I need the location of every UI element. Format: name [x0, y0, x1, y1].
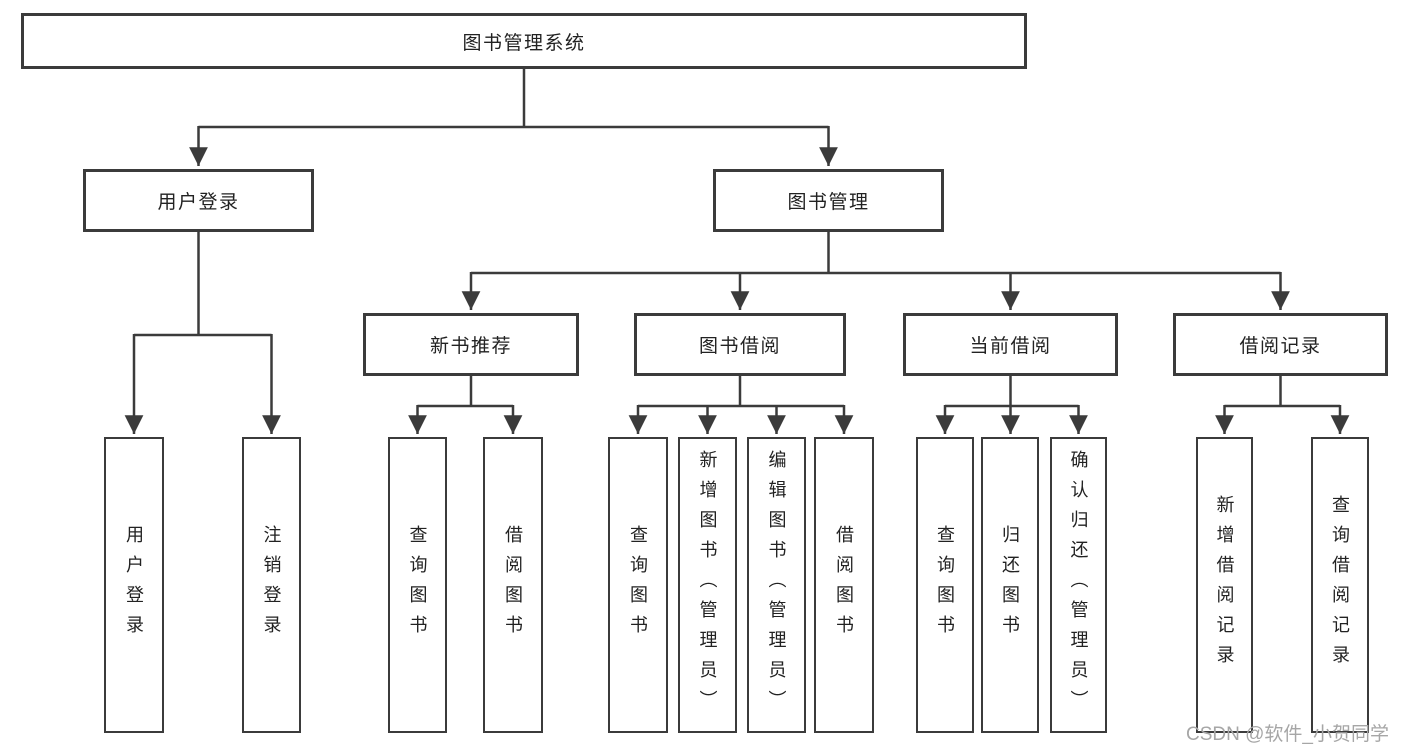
csdn-watermark: CSDN @软件_小贺同学	[1186, 724, 1389, 745]
leaf-confirm-return-admin-label: 确认归还（管理员）	[1068, 450, 1089, 720]
leaf-logout: 注销登录	[242, 437, 301, 733]
connector-book-management-children	[461, 232, 1290, 310]
connector-new-book-children	[408, 376, 523, 434]
leaf-query-books-borrow: 查询图书	[608, 437, 668, 733]
leaf-borrow-books-recommend-label: 借阅图书	[503, 525, 523, 645]
node-new-book-recommend-label: 新书推荐	[429, 336, 512, 357]
leaf-confirm-return-admin: 确认归还（管理员）	[1050, 437, 1107, 733]
node-book-management: 图书管理	[713, 169, 944, 232]
node-borrow-records: 借阅记录	[1173, 313, 1388, 376]
connector-user-login-children	[124, 232, 281, 434]
leaf-query-books-current-label: 查询图书	[935, 525, 955, 645]
leaf-user-login: 用户登录	[104, 437, 164, 733]
node-book-borrow: 图书借阅	[634, 313, 846, 376]
node-root-label: 图书管理系统	[462, 32, 586, 54]
leaf-add-borrow-record: 新增借阅记录	[1196, 437, 1253, 733]
leaf-add-books-admin-label: 新增图书（管理员）	[697, 450, 718, 720]
connector-current-borrow-children	[935, 376, 1088, 434]
leaf-user-login-label: 用户登录	[124, 525, 144, 645]
connector-book-borrow-children	[628, 376, 854, 434]
leaf-query-books-current: 查询图书	[916, 437, 974, 733]
connector-borrow-records-children	[1215, 376, 1350, 434]
node-new-book-recommend: 新书推荐	[363, 313, 579, 376]
node-current-borrow-label: 当前借阅	[969, 336, 1052, 357]
leaf-query-books-borrow-label: 查询图书	[628, 525, 648, 645]
leaf-query-books-recommend-label: 查询图书	[407, 525, 428, 645]
leaf-borrow-books-label: 借阅图书	[834, 525, 854, 645]
node-user-login-label: 用户登录	[157, 192, 240, 213]
leaf-add-borrow-record-label: 新增借阅记录	[1214, 495, 1235, 675]
leaf-query-borrow-record-label: 查询借阅记录	[1330, 495, 1350, 675]
node-root-system: 图书管理系统	[21, 13, 1027, 69]
leaf-query-borrow-record: 查询借阅记录	[1311, 437, 1369, 733]
leaf-borrow-books: 借阅图书	[814, 437, 874, 733]
leaf-logout-label: 注销登录	[261, 525, 282, 645]
leaf-add-books-admin: 新增图书（管理员）	[678, 437, 737, 733]
leaf-edit-books-admin-label: 编辑图书（管理员）	[766, 450, 787, 720]
leaf-return-books: 归还图书	[981, 437, 1039, 733]
leaf-return-books-label: 归还图书	[1000, 525, 1020, 645]
node-borrow-records-label: 借阅记录	[1239, 336, 1322, 357]
leaf-borrow-books-recommend: 借阅图书	[483, 437, 543, 733]
leaf-edit-books-admin: 编辑图书（管理员）	[747, 437, 806, 733]
connector-root-to-level2	[189, 69, 838, 166]
node-book-management-label: 图书管理	[787, 192, 870, 213]
node-user-login: 用户登录	[83, 169, 314, 232]
node-book-borrow-label: 图书借阅	[698, 336, 781, 357]
node-current-borrow: 当前借阅	[903, 313, 1118, 376]
leaf-query-books-recommend: 查询图书	[388, 437, 447, 733]
